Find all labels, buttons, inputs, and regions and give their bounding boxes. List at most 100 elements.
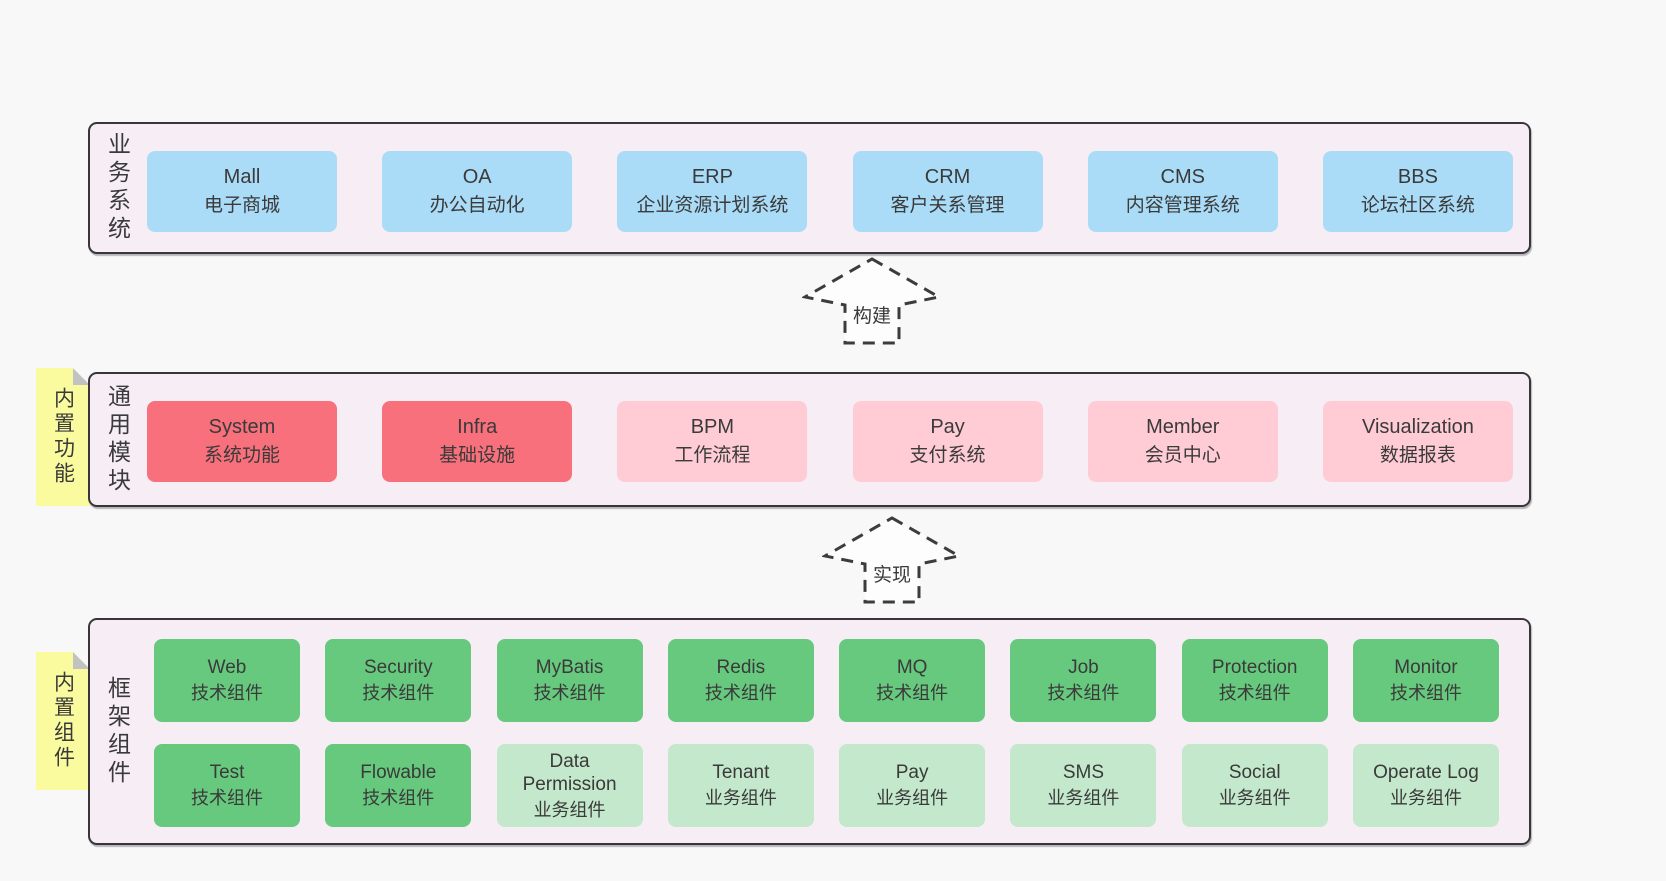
- box-name: MQ: [896, 657, 928, 679]
- box-name: Monitor: [1394, 657, 1458, 679]
- box-tenant: Tenant 业务组件: [667, 744, 814, 827]
- box-name: Protection: [1211, 657, 1298, 679]
- business-systems-row: Mall 电子商城 OA 办公自动化 ERP 企业资源计划系统 CRM 客户关系…: [147, 151, 1513, 232]
- box-name: OA: [462, 166, 492, 189]
- box-desc: 基础设施: [439, 445, 516, 467]
- box-bbs: BBS 论坛社区系统: [1322, 151, 1513, 232]
- band-label-text: 通用模块: [104, 383, 131, 496]
- box-name: Redis: [716, 657, 766, 679]
- box-name: Flowable: [360, 762, 437, 784]
- box-desc: 业务组件: [533, 800, 606, 820]
- band-framework-components: 框架组件 Web 技术组件 Security 技术组件 MyBatis 技术组件…: [88, 618, 1531, 845]
- framework-components-row-1: Web 技术组件 Security 技术组件 MyBatis 技术组件 Redi…: [154, 639, 1499, 722]
- box-pay: Pay 支付系统: [852, 401, 1043, 482]
- box-job: Job 技术组件: [1010, 639, 1157, 722]
- box-desc: 业务组件: [1047, 788, 1120, 809]
- box-desc: 业务组件: [1218, 788, 1291, 809]
- box-name: Operate Log: [1373, 762, 1479, 784]
- box-desc: 技术组件: [362, 683, 435, 704]
- box-desc: 业务组件: [704, 788, 777, 809]
- box-name: System: [208, 416, 276, 439]
- box-desc: 论坛社区系统: [1360, 195, 1475, 217]
- box-social: Social 业务组件: [1181, 744, 1328, 827]
- box-desc: 技术组件: [362, 788, 435, 809]
- box-desc: 办公自动化: [429, 195, 525, 217]
- arrow-label: 实现: [872, 565, 911, 586]
- box-desc: 业务组件: [876, 788, 949, 809]
- box-desc: 系统功能: [203, 445, 280, 467]
- box-name: Pay: [930, 416, 965, 439]
- box-desc: 技术组件: [876, 683, 949, 704]
- box-pay-business: Pay 业务组件: [839, 744, 986, 827]
- box-visualization: Visualization 数据报表: [1322, 401, 1513, 482]
- box-desc: 技术组件: [191, 788, 263, 809]
- band-label-text: 框架组件: [104, 675, 131, 788]
- box-name: Member: [1146, 416, 1220, 439]
- box-desc: 工作流程: [674, 445, 751, 467]
- box-name: Security: [363, 657, 433, 679]
- band-common-modules: 通用模块 System 系统功能 Infra 基础设施 BPM 工作流程 Pay…: [88, 372, 1531, 507]
- box-member: Member 会员中心: [1087, 401, 1278, 482]
- box-name: Infra: [457, 416, 498, 439]
- box-data-permission: Data Permission 业务组件: [496, 744, 643, 827]
- box-mq: MQ 技术组件: [839, 639, 986, 722]
- box-desc: 技术组件: [191, 683, 263, 704]
- box-erp: ERP 企业资源计划系统: [617, 151, 808, 232]
- box-desc: 技术组件: [1047, 683, 1120, 704]
- box-test: Test 技术组件: [154, 744, 300, 827]
- box-desc: 技术组件: [1218, 683, 1291, 704]
- box-system: System 系统功能: [147, 401, 337, 482]
- sticky-note-text: 内置功能: [51, 387, 75, 487]
- box-desc: 客户关系管理: [890, 195, 1005, 217]
- box-oa: OA 办公自动化: [382, 151, 573, 232]
- box-monitor: Monitor 技术组件: [1352, 639, 1499, 722]
- box-name: Mall: [223, 166, 261, 189]
- box-desc: 支付系统: [909, 445, 986, 467]
- sticky-note-builtin-functions: 内置功能: [36, 368, 90, 506]
- box-desc: 技术组件: [533, 683, 606, 704]
- box-name: Job: [1068, 657, 1099, 679]
- sticky-note-text: 内置组件: [51, 671, 75, 771]
- band-business-systems: 业务系统 Mall 电子商城 OA 办公自动化 ERP 企业资源计划系统 CRM…: [88, 122, 1531, 254]
- box-desc: 企业资源计划系统: [636, 195, 789, 217]
- arrow-label: 构建: [852, 306, 891, 327]
- sticky-note-builtin-components: 内置组件: [36, 652, 90, 790]
- arrow-implement: 实现: [822, 514, 962, 606]
- box-name: Data Permission: [522, 750, 617, 796]
- box-web: Web 技术组件: [154, 639, 300, 722]
- box-desc: 内容管理系统: [1125, 195, 1240, 217]
- box-cms: CMS 内容管理系统: [1087, 151, 1278, 232]
- box-name: ERP: [691, 166, 733, 189]
- box-name: Tenant: [712, 762, 770, 784]
- box-operate-log: Operate Log 业务组件: [1352, 744, 1499, 827]
- box-mall: Mall 电子商城: [147, 151, 337, 232]
- box-name: BBS: [1397, 166, 1438, 189]
- box-protection: Protection 技术组件: [1181, 639, 1328, 722]
- box-desc: 技术组件: [1389, 683, 1462, 704]
- up-arrow-icon: [802, 257, 942, 345]
- box-desc: 技术组件: [704, 683, 777, 704]
- box-desc: 数据报表: [1379, 445, 1456, 467]
- box-name: Visualization: [1361, 416, 1474, 439]
- box-name: MyBatis: [535, 657, 604, 679]
- framework-components-row-2: Test 技术组件 Flowable 技术组件 Data Permission …: [154, 744, 1499, 827]
- box-name: CRM: [924, 166, 971, 189]
- box-name: Social: [1228, 762, 1281, 784]
- box-sms: SMS 业务组件: [1010, 744, 1157, 827]
- up-arrow-icon: [822, 516, 962, 604]
- box-crm: CRM 客户关系管理: [852, 151, 1043, 232]
- box-mybatis: MyBatis 技术组件: [496, 639, 643, 722]
- band-label: 框架组件: [98, 620, 136, 843]
- box-name: Test: [209, 762, 245, 784]
- box-name: CMS: [1160, 166, 1205, 189]
- box-desc: 业务组件: [1389, 788, 1462, 809]
- box-bpm: BPM 工作流程: [617, 401, 808, 482]
- arrow-build: 构建: [802, 256, 942, 346]
- box-flowable: Flowable 技术组件: [325, 744, 472, 827]
- box-desc: 会员中心: [1144, 445, 1221, 467]
- common-modules-row: System 系统功能 Infra 基础设施 BPM 工作流程 Pay 支付系统…: [147, 401, 1513, 482]
- box-redis: Redis 技术组件: [667, 639, 814, 722]
- box-name: Pay: [895, 762, 929, 784]
- band-label: 业务系统: [98, 124, 136, 252]
- band-label: 通用模块: [98, 374, 136, 505]
